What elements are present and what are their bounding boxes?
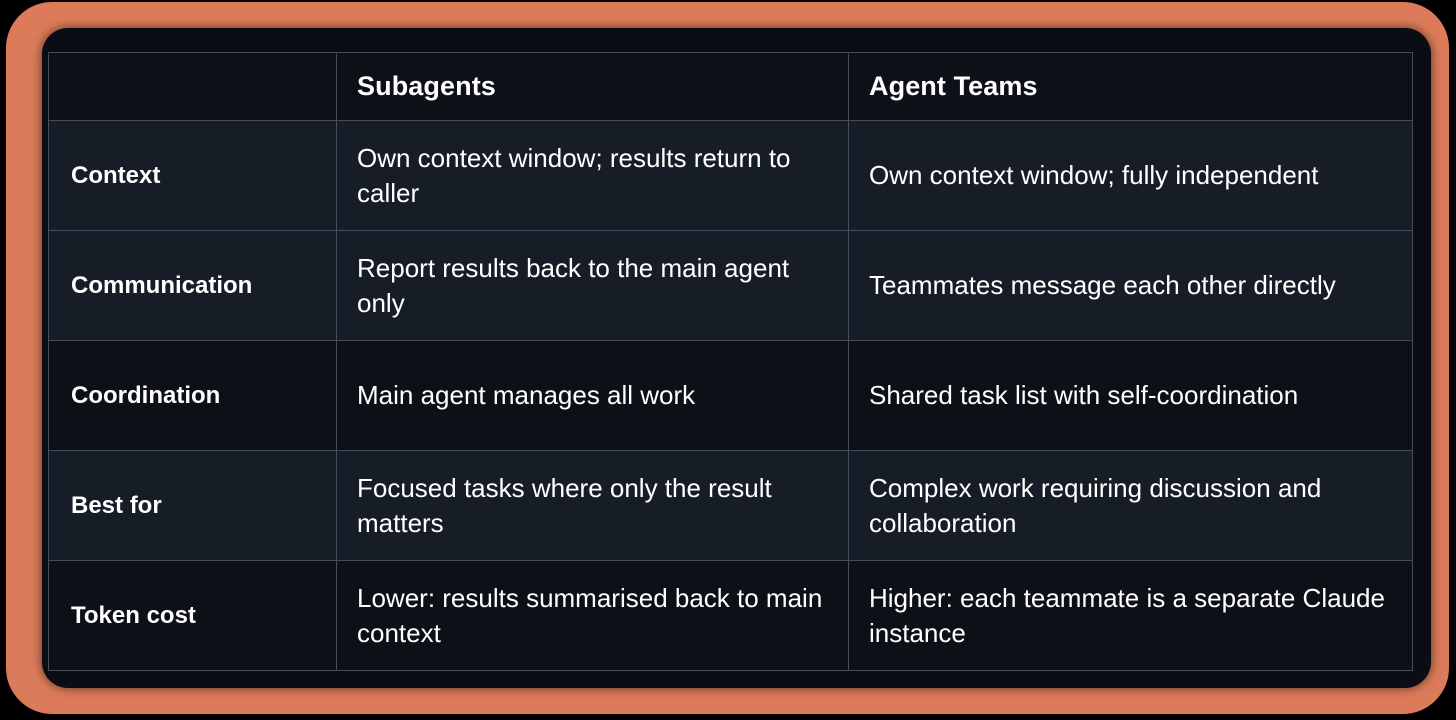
header-row: Subagents Agent Teams [48,52,1413,121]
table-row: Best for Focused tasks where only the re… [48,450,1413,561]
table-row: Coordination Main agent manages all work… [48,340,1413,451]
cell-best-for-agent-teams: Complex work requiring discussion and co… [848,450,1413,561]
orange-frame: Subagents Agent Teams Context Own contex… [6,2,1449,714]
header-subagents: Subagents [336,52,849,121]
comparison-table: Subagents Agent Teams Context Own contex… [48,52,1413,671]
cell-coordination-agent-teams: Shared task list with self-coordination [848,340,1413,451]
row-label-communication: Communication [48,230,337,341]
row-label-token-cost: Token cost [48,560,337,671]
table-header: Subagents Agent Teams [48,52,1413,121]
cell-communication-agent-teams: Teammates message each other directly [848,230,1413,341]
table-row: Context Own context window; results retu… [48,120,1413,231]
table-row: Token cost Lower: results summarised bac… [48,560,1413,671]
dark-panel: Subagents Agent Teams Context Own contex… [42,28,1431,688]
row-label-coordination: Coordination [48,340,337,451]
cell-coordination-subagents: Main agent manages all work [336,340,849,451]
table-row: Communication Report results back to the… [48,230,1413,341]
cell-token-cost-agent-teams: Higher: each teammate is a separate Clau… [848,560,1413,671]
cell-token-cost-subagents: Lower: results summarised back to main c… [336,560,849,671]
row-label-context: Context [48,120,337,231]
cell-context-agent-teams: Own context window; fully independent [848,120,1413,231]
cell-best-for-subagents: Focused tasks where only the result matt… [336,450,849,561]
cell-context-subagents: Own context window; results return to ca… [336,120,849,231]
row-label-best-for: Best for [48,450,337,561]
table-body: Context Own context window; results retu… [48,120,1413,671]
header-agent-teams: Agent Teams [848,52,1413,121]
cell-communication-subagents: Report results back to the main agent on… [336,230,849,341]
header-blank [48,52,337,121]
